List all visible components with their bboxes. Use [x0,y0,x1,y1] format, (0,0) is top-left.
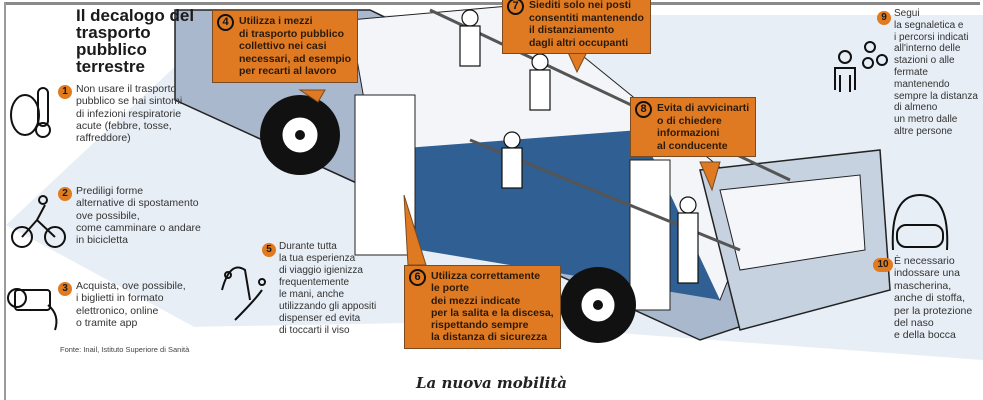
page-title: Il decalogo del trasporto pubblico terre… [76,6,195,76]
callout-7-number: 7 [507,0,524,15]
smartphone-ticket-icon [7,288,58,331]
tip-1-badge: 1 [58,85,72,99]
hand-washing-icon [221,266,266,321]
bus-windshield [719,174,866,271]
callout-8-number: 8 [635,101,652,118]
top-border [5,2,980,5]
left-border [4,2,6,400]
source-note: Fonte: Inail, Istituto Superiore di Sani… [60,345,190,354]
callout-7-text: Siediti solo nei posti consentiti manten… [529,0,644,49]
tip-5-badge: 5 [262,243,276,257]
tip-10-badge: 10 [873,258,893,272]
tip-5-text: Durante tutta la tua esperienza di viagg… [279,241,377,336]
callout-6: 6 Utilizza correttamente le porte dei mez… [404,265,561,349]
caption: La nuova mobilità [415,374,568,392]
passengers [459,9,699,284]
callout-4-text: Utilizza i mezzi di trasporto pubblico c… [239,15,352,77]
sick-face-thermometer-icon [10,87,51,138]
people-distance-icon [834,41,888,92]
tip-10-text: È necessario indossare una mascherina, a… [894,255,973,342]
tip-2-badge: 2 [58,187,72,201]
bus-door [354,94,416,256]
callout-4: 4 Utilizza i mezzi di trasporto pubblico … [212,10,359,83]
bus-illustration [174,4,891,343]
callout-6-number: 6 [409,269,426,286]
tip-9-badge: 9 [877,11,891,25]
face-mask-icon [891,193,949,251]
callout-8: 8 Evita di avvicinarti o di chiedere info… [630,97,757,157]
bus-door-front [629,159,671,311]
callout-4-number: 4 [217,14,234,31]
cyclist-icon [11,195,66,248]
tip-9-text: Segui la segnaletica e i percorsi indica… [894,8,978,137]
callout-7: 7 Siediti solo nei posti consentiti mante… [502,0,651,54]
tip-3-badge: 3 [58,282,72,296]
tip-1-text: Non usare il trasporto pubblico se hai s… [76,83,183,145]
callout-8-text: Evita di avvicinarti o di chiedere infor… [657,102,750,152]
tip-2-text: Prediligi forme alternative di spostamen… [76,185,201,247]
callout-6-text: Utilizza correttamente le porte dei mezz… [431,270,554,344]
tip-3-text: Acquista, ove possibile, i biglietti in … [76,280,186,329]
